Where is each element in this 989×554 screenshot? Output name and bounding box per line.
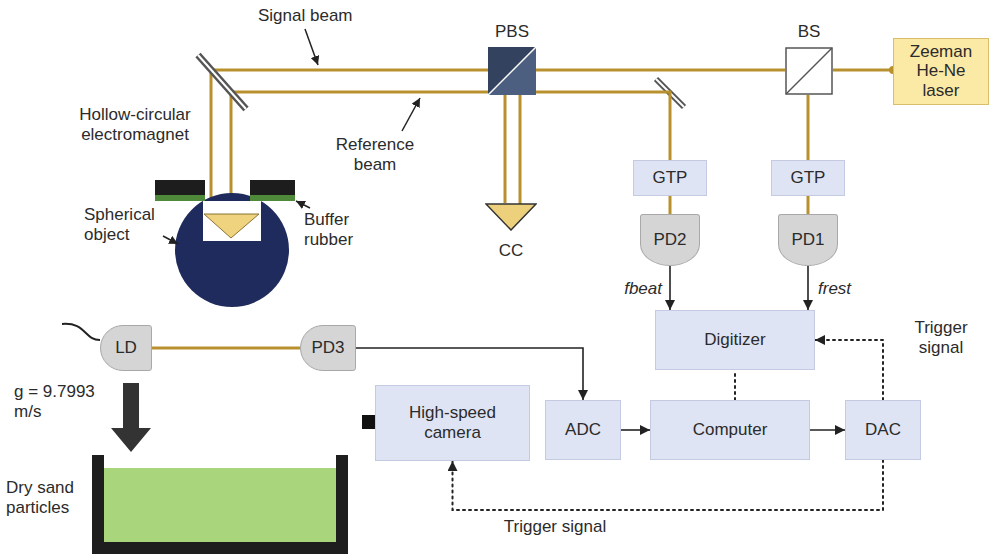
- laser-source: Zeeman He-Ne laser: [893, 38, 989, 105]
- laser-beam: [807, 196, 810, 214]
- signal-arrow: [621, 429, 650, 431]
- fold-mirror: [198, 55, 684, 109]
- camera-lens: [362, 415, 375, 429]
- node-label: PD1: [791, 230, 824, 250]
- mount-hole: [203, 201, 261, 241]
- laser-beam: [504, 95, 507, 203]
- node-label: LD: [115, 338, 137, 358]
- container: [92, 455, 348, 554]
- node-label: GTP: [791, 168, 826, 188]
- leader-line: [305, 29, 318, 65]
- polarizer-box: GTP: [771, 160, 845, 196]
- edge-label: fbeat: [604, 279, 662, 299]
- photodetector: PD3: [300, 325, 356, 371]
- instrument-box: ADC: [545, 400, 621, 460]
- edge-label: frest: [818, 279, 888, 299]
- node-label: ADC: [565, 420, 601, 440]
- laser-beam: [669, 196, 672, 214]
- spherical-object: [175, 193, 289, 307]
- leader-line: [163, 236, 178, 244]
- node-label: Digitizer: [704, 330, 765, 350]
- laser-beam: [833, 69, 893, 72]
- part-label: Spherical object: [84, 205, 162, 244]
- laser-beam: [211, 70, 520, 216]
- element-outline: [488, 47, 536, 95]
- part-label: Hollow-circular electromagnet: [70, 105, 200, 144]
- node-label: Zeeman He-Ne laser: [897, 42, 985, 101]
- instrument-box: DAC: [845, 400, 921, 460]
- leader-line: [402, 98, 420, 131]
- edge-label: Trigger signal: [896, 318, 986, 357]
- photodetector: PD1: [778, 214, 838, 266]
- laser-beam: [536, 69, 785, 72]
- electromagnet: [155, 180, 295, 201]
- polarizing-beam-splitter: PBS: [488, 47, 536, 95]
- trigger-line: [815, 340, 883, 400]
- trigger-line: [453, 460, 884, 510]
- node-label: CC: [499, 241, 524, 261]
- laser-beam: [536, 92, 670, 160]
- leader-line: [296, 201, 310, 208]
- node-label: PD2: [653, 230, 686, 250]
- node-label: High-speed camera: [398, 403, 508, 442]
- part-label: Reference beam: [328, 135, 422, 174]
- part-label: Signal beam: [258, 6, 368, 26]
- polarizer-box: GTP: [633, 160, 707, 196]
- node-label: PBS: [495, 22, 529, 42]
- node-label: DAC: [865, 420, 901, 440]
- signal-arrow: [669, 266, 671, 310]
- part-label: Buffer rubber: [304, 210, 370, 249]
- instrument-box: High-speed camera: [375, 385, 530, 461]
- corner-cube-target: [204, 214, 259, 238]
- sand-bed: [104, 468, 336, 542]
- laser-beam: [807, 95, 810, 160]
- trigger-line: [734, 370, 736, 400]
- part-label: g = 9.7993 m/s: [14, 382, 114, 421]
- laser-diode: LD: [100, 325, 152, 371]
- instrument-box: Digitizer: [655, 310, 815, 370]
- photodetector: PD2: [640, 214, 700, 266]
- signal-arrow: [807, 266, 809, 310]
- diode-cable: [62, 324, 100, 340]
- beam-splitter: BS: [785, 47, 833, 95]
- laser-beam: [152, 347, 300, 350]
- node-label: PD3: [311, 338, 344, 358]
- element-outline: [785, 47, 833, 95]
- corner-cube: CC: [485, 203, 537, 231]
- gravity-arrow: [111, 383, 151, 452]
- element-outline: [485, 203, 537, 231]
- node-label: GTP: [653, 168, 688, 188]
- part-label: Dry sand particles: [6, 478, 90, 517]
- signal-arrow: [810, 429, 845, 431]
- node-label: BS: [798, 22, 821, 42]
- instrument-box: Computer: [650, 400, 810, 460]
- node-label: Computer: [693, 420, 768, 440]
- edge-label: Trigger signal: [470, 517, 640, 537]
